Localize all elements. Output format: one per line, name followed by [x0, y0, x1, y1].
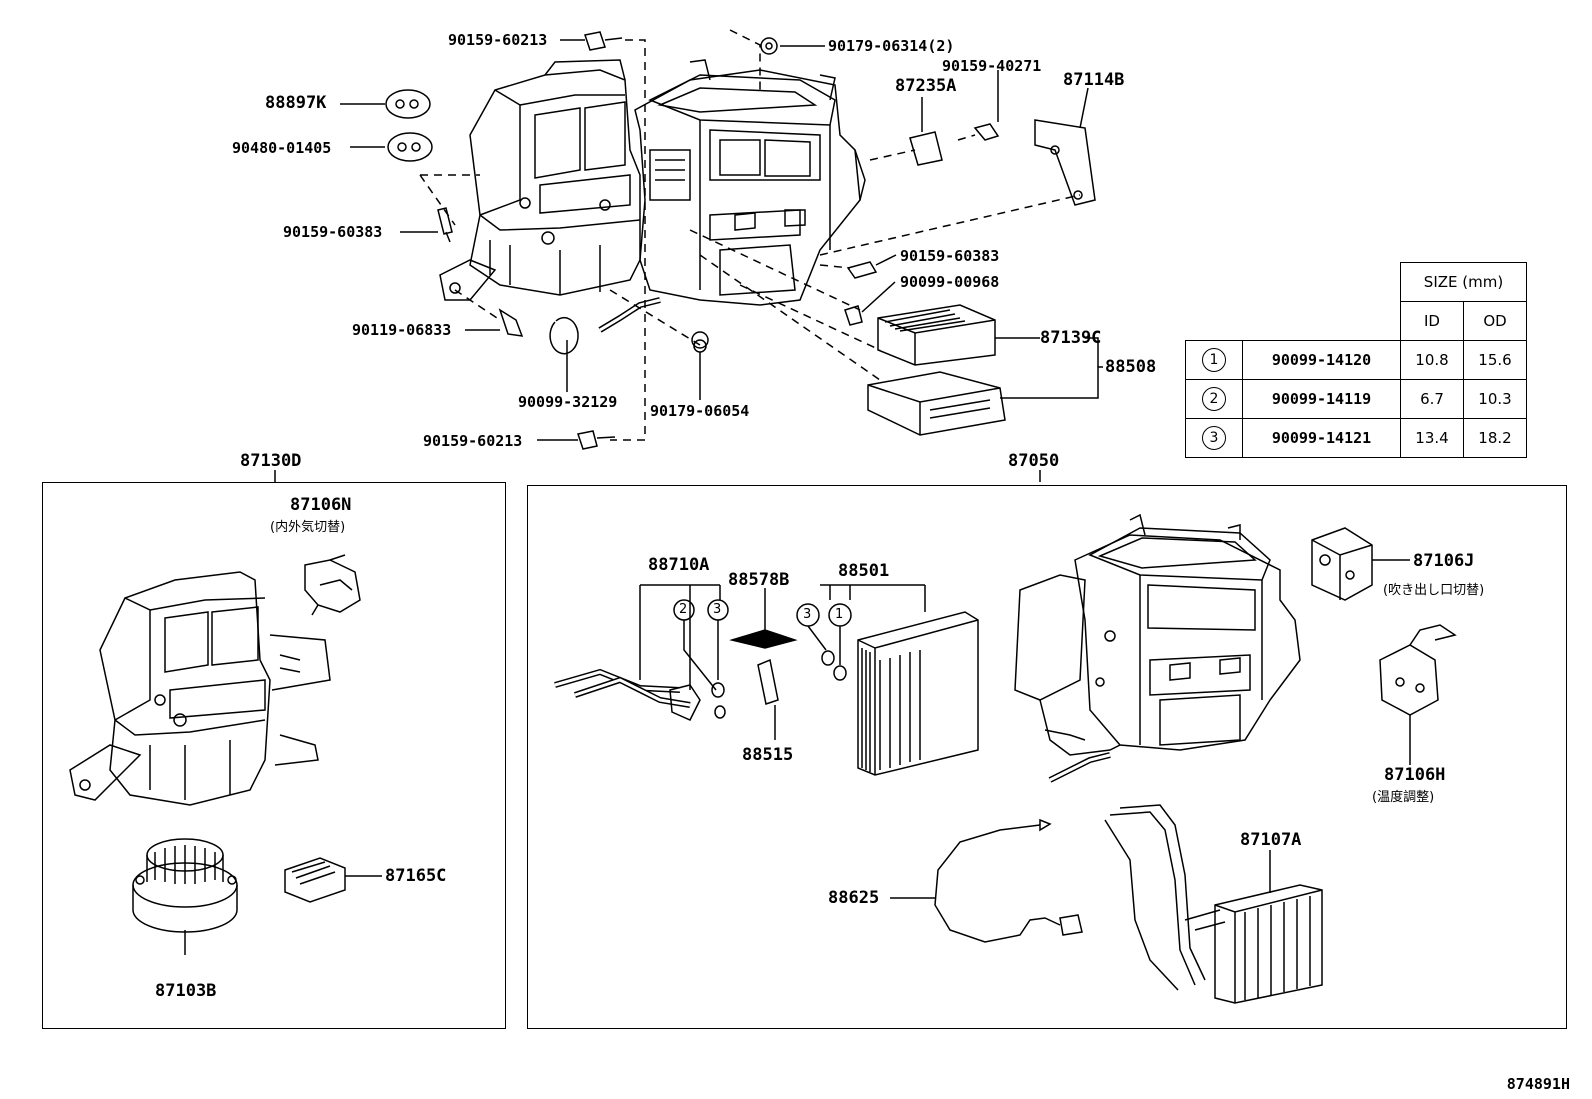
size-table-od-header: OD	[1463, 301, 1527, 341]
label-87103b: 87103B	[155, 981, 217, 1001]
label-90099-00968: 90099-00968	[900, 273, 1000, 291]
ring-mark: 2	[1202, 387, 1226, 411]
label-87106j: 87106J	[1413, 551, 1475, 571]
ring-marker-2-pipes: 2	[679, 602, 688, 617]
label-87106n-function: (内外気切替)	[270, 520, 346, 535]
label-88897k: 88897K	[265, 93, 327, 113]
label-87050: 87050	[1008, 451, 1060, 471]
inner-diameter: 10.8	[1400, 340, 1464, 380]
label-87130d: 87130D	[240, 451, 302, 471]
label-90179-06314: 90179-06314(2)	[828, 37, 955, 55]
label-87114b: 87114B	[1063, 70, 1125, 90]
ring-mark: 1	[1202, 348, 1226, 372]
outer-diameter: 18.2	[1463, 418, 1527, 458]
filter-drawing	[867, 304, 1006, 436]
part-number: 90099-14121	[1242, 418, 1401, 458]
label-87139c: 87139C	[1040, 328, 1102, 348]
label-88625: 88625	[828, 888, 880, 908]
label-88501: 88501	[838, 561, 890, 581]
label-87106j-function: (吹き出し口切替)	[1383, 583, 1485, 598]
ring-marker-3-pipes: 3	[713, 602, 722, 617]
label-90159-40271: 90159-40271	[942, 57, 1042, 75]
label-87235a: 87235A	[895, 76, 957, 96]
part-number: 90099-14119	[1242, 379, 1401, 419]
top-fasteners	[385, 31, 1096, 450]
ring-mark: 3	[1202, 426, 1226, 450]
label-90159-60213-bottom: 90159-60213	[423, 432, 523, 450]
label-88515: 88515	[742, 745, 794, 765]
size-table-row: 3 90099-14121 13.4 18.2	[1185, 418, 1527, 458]
right-box-drawing	[554, 513, 1457, 1004]
top-dashed-leaders	[419, 29, 1081, 441]
heater-case-top-drawing	[634, 59, 866, 306]
left-box-drawing	[69, 470, 1041, 955]
o-ring-size-table: SIZE (mm) ID OD 1 90099-14120 10.8 15.6 …	[1185, 262, 1527, 458]
diagram-reference-number: 874891H	[1506, 1075, 1570, 1093]
top-leader-lines	[340, 39, 1103, 441]
label-87106h: 87106H	[1384, 765, 1446, 785]
inner-diameter: 6.7	[1400, 379, 1464, 419]
label-90119-06833: 90119-06833	[352, 321, 452, 339]
label-90159-60383-right: 90159-60383	[900, 247, 1000, 265]
label-90159-60213-top: 90159-60213	[448, 31, 548, 49]
ring-marker-3-evap: 3	[803, 607, 812, 622]
label-88710a: 88710A	[648, 555, 710, 575]
label-87107a: 87107A	[1240, 830, 1302, 850]
assembly-87050-frame	[527, 485, 1567, 1029]
size-table-row: 1 90099-14120 10.8 15.6	[1185, 340, 1527, 380]
label-87165c: 87165C	[385, 866, 447, 886]
label-87106h-function: (温度調整)	[1372, 790, 1435, 805]
label-88508: 88508	[1105, 357, 1157, 377]
label-87106n: 87106N	[290, 495, 352, 515]
size-table-row: 2 90099-14119 6.7 10.3	[1185, 379, 1527, 419]
blower-case-top-drawing	[439, 59, 691, 333]
label-90480-01405: 90480-01405	[232, 139, 332, 157]
label-88578b: 88578B	[728, 570, 790, 590]
ring-marker-1-evap: 1	[835, 607, 844, 622]
part-number: 90099-14120	[1242, 340, 1401, 380]
inner-diameter: 13.4	[1400, 418, 1464, 458]
size-table-header: SIZE (mm)	[1400, 262, 1527, 302]
assembly-87130d-frame	[42, 482, 506, 1029]
outer-diameter: 10.3	[1463, 379, 1527, 419]
outer-diameter: 15.6	[1463, 340, 1527, 380]
label-90159-60383-left: 90159-60383	[283, 223, 383, 241]
label-90099-32129: 90099-32129	[518, 393, 618, 411]
size-table-id-header: ID	[1400, 301, 1464, 341]
label-90179-06054: 90179-06054	[650, 402, 750, 420]
